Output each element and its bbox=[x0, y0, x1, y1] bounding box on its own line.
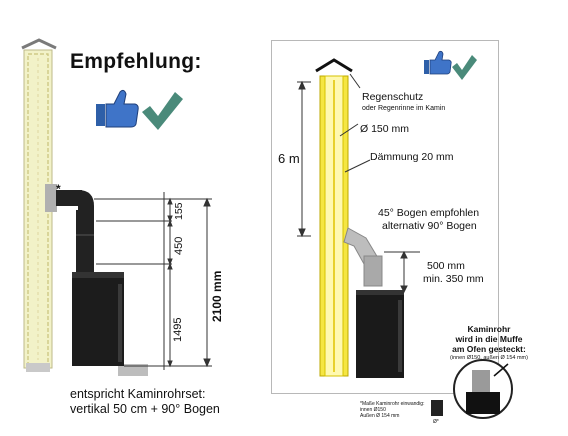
footnote-line3: Außen Ø 154 mm bbox=[360, 413, 400, 419]
leader-lines bbox=[339, 73, 371, 173]
thumbs-up-icon bbox=[424, 50, 452, 75]
socket-inset bbox=[453, 359, 513, 419]
kit-caption: entspricht Kaminrohrset: vertikal 50 cm … bbox=[70, 387, 220, 417]
height-label: 6 m bbox=[278, 151, 300, 166]
dimension-lines bbox=[94, 192, 212, 370]
check-mark-icon bbox=[452, 55, 477, 80]
floor-plate bbox=[118, 364, 148, 376]
stovepipe-title-1: Kaminrohr bbox=[467, 324, 511, 334]
distance-label-2: min. 350 mm bbox=[423, 273, 484, 285]
footnote-line1: *Maße Kaminrohr einwandig: bbox=[360, 401, 425, 407]
stove-pipe bbox=[56, 190, 94, 272]
distance-label-1: 500 mm bbox=[427, 260, 465, 272]
footnote-block: *Maße Kaminrohr einwandig: innen Ø150 Au… bbox=[360, 401, 424, 419]
kit-caption-line1: entspricht Kaminrohrset: bbox=[70, 387, 206, 401]
asterisk-marker: * bbox=[56, 182, 61, 196]
roof-cap-icon bbox=[21, 38, 57, 50]
stovepipe-title-3: am Ofen gesteckt: bbox=[452, 344, 526, 354]
stovepipe-note-block: Kaminrohr wird in die Muffe am Ofen gest… bbox=[434, 324, 544, 362]
height-dimension bbox=[297, 80, 311, 238]
diameter-label: Ø 150 mm bbox=[360, 123, 410, 135]
footnote-line2: innen Ø150 bbox=[360, 407, 386, 413]
roof-cap-icon bbox=[315, 58, 353, 73]
insulation-label: Dämmung 20 mm bbox=[370, 151, 454, 163]
wall-sleeve bbox=[45, 184, 57, 212]
stovepipe-note: (innen Ø150, außen Ø 154 mm) bbox=[450, 355, 528, 361]
offset-dimension bbox=[384, 250, 420, 294]
bend-label-1: 45° Bogen empfohlen bbox=[378, 207, 480, 219]
bend-label-2: alternativ 90° Bogen bbox=[382, 220, 477, 232]
footnote-symbol: Ø* bbox=[433, 419, 439, 425]
bend-45-connector bbox=[343, 227, 383, 287]
rain-cap-label: Regenschutz bbox=[362, 91, 424, 103]
insulated-flue bbox=[319, 75, 349, 377]
thumbs-up-icon bbox=[96, 89, 139, 128]
footnote-pipe-icon bbox=[431, 400, 443, 416]
stove-icon bbox=[356, 290, 404, 378]
stove-icon bbox=[72, 272, 124, 366]
stovepipe-title-2: wird in die Muffe bbox=[455, 334, 523, 344]
rain-cap-sublabel: oder Regenrinne im Kamin bbox=[362, 105, 446, 112]
check-mark-icon bbox=[142, 92, 183, 130]
kit-caption-line2: vertikal 50 cm + 90° Bogen bbox=[70, 402, 220, 416]
recommendation-title: Empfehlung: bbox=[70, 50, 202, 73]
